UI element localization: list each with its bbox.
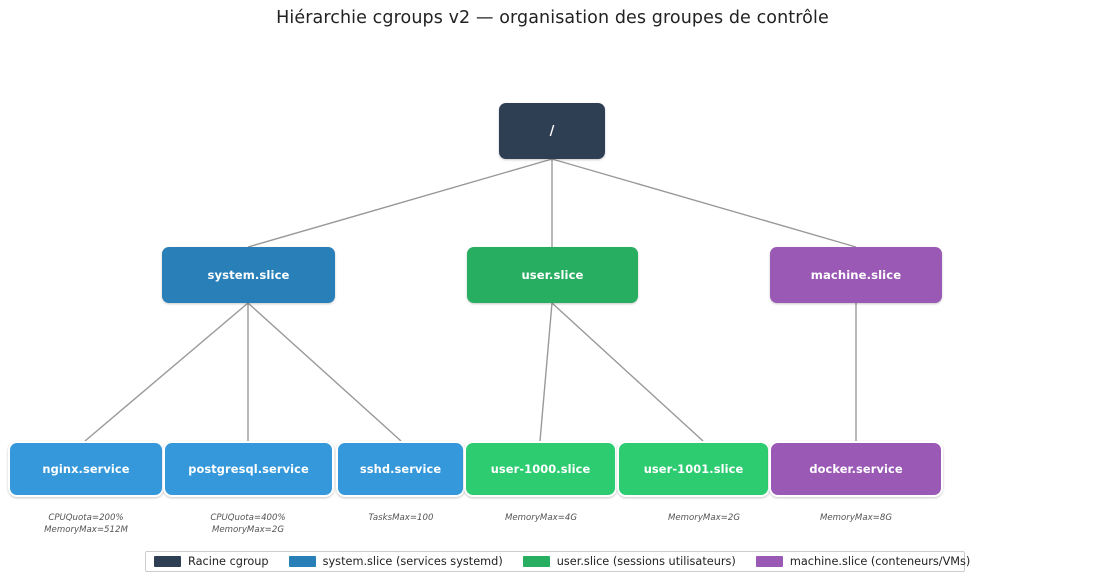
annotation-sshd-service: TasksMax=100 [368,513,434,523]
legend-label-machine-slice: machine.slice (conteneurs/VMs) [789,555,971,568]
node-root-label: / [549,123,555,139]
edge-user-user1000 [539,302,553,442]
edges-user [539,302,704,442]
annotation-user-1000-slice: MemoryMax=4G [504,513,578,523]
node-user-slice-label: user.slice [521,268,584,282]
node-postgresql-service-label: postgresql.service [188,462,309,476]
edge-root-system [247,158,553,248]
edges-root [247,158,857,248]
legend-label-user-slice: user.slice (sessions utilisateurs) [556,555,736,568]
legend-item-machine-slice[interactable]: machine.slice (conteneurs/VMs) [755,555,971,568]
node-sshd-service[interactable]: sshd.service [336,441,465,497]
legend-swatch-machine-slice [755,556,783,567]
edge-system-nginx [84,302,249,442]
legend-item-user-slice[interactable]: user.slice (sessions utilisateurs) [522,555,736,568]
legend-label-racine-cgroup: Racine cgroup [188,555,269,568]
node-system-slice[interactable]: system.slice [162,247,335,303]
node-sshd-service-label: sshd.service [359,462,442,476]
legend: Racine cgroup system.slice (services sys… [145,551,970,572]
annotation-user-1001-slice: MemoryMax=2G [667,513,741,523]
node-user-1000-slice-label: user-1000.slice [490,462,591,476]
annotation-docker-service: MemoryMax=8G [819,513,893,523]
legend-item-system-slice[interactable]: system.slice (services systemd) [288,555,503,568]
legend-item-racine-cgroup[interactable]: Racine cgroup [154,555,269,568]
node-user-slice[interactable]: user.slice [467,247,638,303]
legend-swatch-system-slice [288,556,316,567]
node-machine-slice-label: machine.slice [810,268,902,282]
edge-user-user1001 [551,302,704,442]
annotation-nginx-service: CPUQuota=200%MemoryMax=512M [44,513,128,535]
edge-system-sshd [247,302,402,442]
node-nginx-service-label: nginx.service [42,462,130,476]
legend-swatch-user-slice [522,556,550,567]
node-docker-service[interactable]: docker.service [769,441,943,497]
node-system-slice-label: system.slice [207,268,290,282]
legend-swatch-racine-cgroup [154,556,181,567]
edge-root-machine [551,158,857,248]
page-title: Hiérarchie cgroups v2 — organisation des… [276,8,829,28]
node-nginx-service[interactable]: nginx.service [8,441,164,497]
node-user-1000-slice[interactable]: user-1000.slice [464,441,617,497]
node-user-1001-slice[interactable]: user-1001.slice [617,441,770,497]
edges-system [84,302,402,442]
node-machine-slice[interactable]: machine.slice [770,247,942,303]
node-user-1001-slice-label: user-1001.slice [643,462,744,476]
annotation-postgresql-service: CPUQuota=400%MemoryMax=2G [210,513,286,535]
node-root[interactable]: / [499,103,605,159]
legend-label-system-slice: system.slice (services systemd) [322,555,503,568]
node-docker-service-label: docker.service [809,462,903,476]
node-postgresql-service[interactable]: postgresql.service [163,441,334,497]
